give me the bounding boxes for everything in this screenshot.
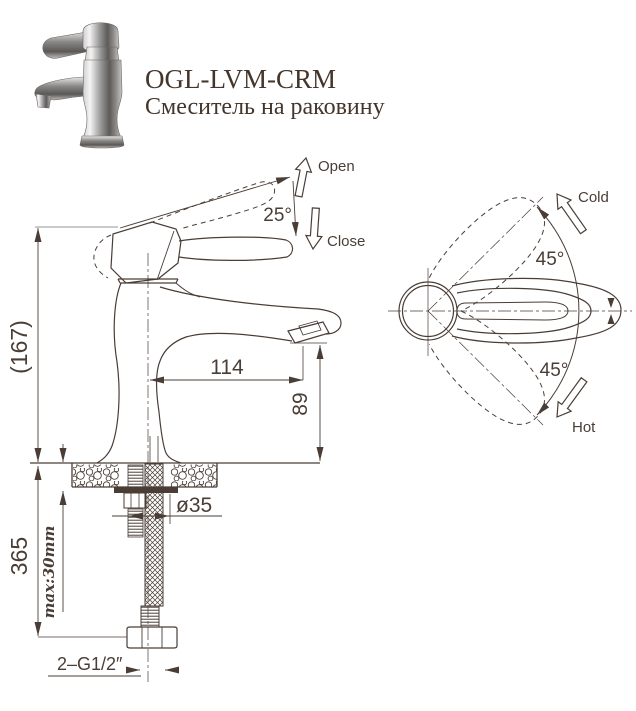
handle-cap-outline (110, 221, 182, 284)
counter-stone-right (170, 464, 217, 487)
mounting-nut (123, 492, 147, 509)
handle-dashed-hot-position (428, 310, 545, 425)
close-label: Close (327, 233, 365, 250)
handle-cap-inner-line (156, 230, 175, 281)
hex-nut-facets (141, 627, 163, 648)
rotation-arrows (556, 193, 588, 418)
handle-cap-open-dashed (93, 234, 112, 279)
connection-thread-label: 2–G1/2″ (57, 654, 123, 674)
close-arrow-icon (304, 207, 324, 251)
swing-angle-hot-label: 45° (540, 360, 569, 381)
photo-body-column (82, 59, 123, 139)
product-name: Смеситель на раковину (145, 94, 385, 120)
swing-angle-cold-label: 45° (536, 249, 565, 270)
side-view-dimensions (34, 176, 327, 677)
model-code: OGL-LVM-CRM (145, 64, 336, 94)
counter-stone-left (73, 464, 120, 487)
arc-centerline-markers (607, 298, 615, 324)
top-view (388, 196, 632, 426)
mounting-hardware (114, 463, 178, 649)
open-label: Open (318, 158, 355, 175)
swing-arc (536, 206, 580, 416)
hot-label: Hot (572, 419, 596, 436)
dim-89-label: 89 (289, 392, 312, 415)
max-thickness-label: max:30mm (40, 526, 58, 619)
dim-167-label: (167) (6, 320, 32, 374)
spout-top-edge (159, 286, 342, 335)
faucet-photo (34, 22, 125, 149)
handle-lever-open-dashed (149, 181, 276, 230)
shoulder-line (175, 282, 201, 298)
cold-arrow-icon (556, 193, 588, 235)
handle-lever-closed (178, 236, 294, 261)
threaded-stud-upper (127, 464, 144, 488)
dim-365-label: 365 (6, 537, 32, 575)
aerator-outline (287, 321, 330, 344)
hot-arrow-icon (556, 376, 588, 418)
spout-bottom-edge (155, 332, 293, 464)
side-view (93, 181, 342, 464)
dim-o35-label: ø35 (176, 494, 212, 517)
handle-top-outer (451, 277, 622, 344)
lever-angle-label: 25° (263, 205, 292, 226)
dim-114-label: 114 (210, 356, 244, 379)
open-arrow-icon (294, 156, 313, 198)
photo-base (79, 135, 125, 149)
rotation-axis-hot (427, 310, 544, 426)
body-left-edge (96, 282, 122, 464)
countertop (30, 462, 320, 488)
threaded-stud-lower (127, 508, 144, 538)
body-inner-hose-lines (149, 436, 159, 462)
hose-collar (140, 605, 160, 628)
photo-spout (34, 76, 89, 101)
handle-top-middle (456, 287, 592, 335)
photo-aerator (35, 93, 52, 109)
aerator-detail (298, 320, 322, 336)
mounting-nut-facets (130, 493, 140, 508)
angle-25-slant-line (119, 176, 291, 229)
hose-hex-nut (126, 626, 178, 649)
handle-dashed-cold-position (428, 197, 545, 312)
rotation-axis-cold (427, 196, 544, 312)
lever-motion-arrows (294, 156, 324, 251)
angle-25-drop-line (291, 180, 299, 237)
cold-label: Cold (578, 189, 609, 206)
